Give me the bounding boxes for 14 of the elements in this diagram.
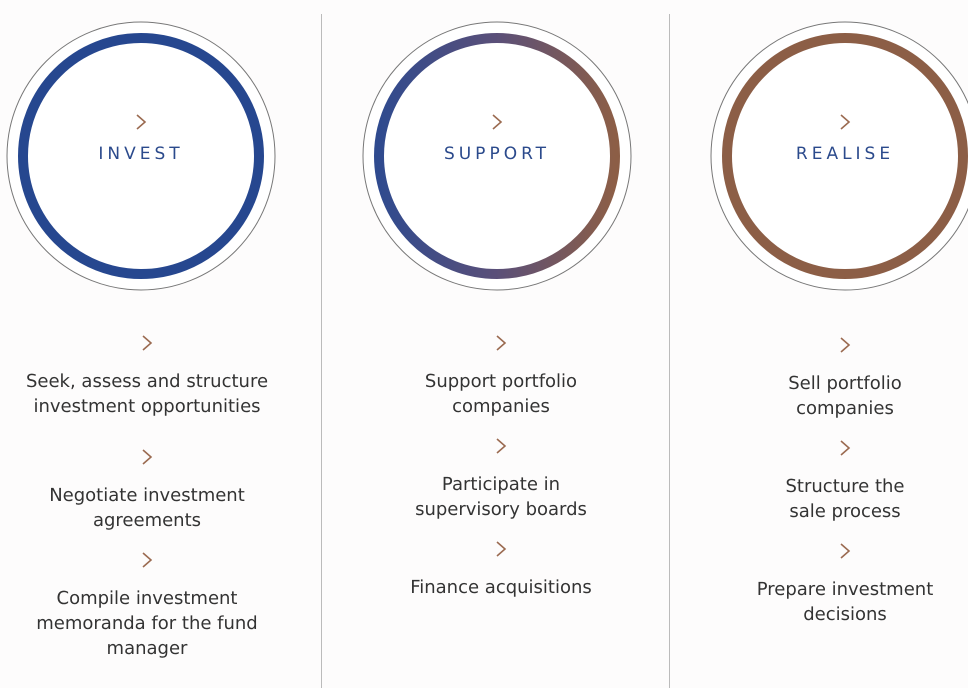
stage-title: REALISE xyxy=(794,144,896,164)
stage-circle xyxy=(5,20,277,292)
task-text: Support portfolio companies xyxy=(424,370,578,419)
stage-title: SUPPORT xyxy=(442,144,552,164)
task-text: Structure the sale process xyxy=(784,475,906,524)
stage-circle xyxy=(361,20,633,292)
task-text: Compile investment memoranda for the fund manager xyxy=(35,587,259,661)
stage-title: INVEST xyxy=(97,144,185,164)
task-text: Participate in supervisory boards xyxy=(414,473,588,522)
task-text: Finance acquisitions xyxy=(409,576,593,600)
task-text: Sell portfolio companies xyxy=(787,372,903,421)
task-text: Prepare investment decisions xyxy=(756,578,934,627)
task-text: Negotiate investment agreements xyxy=(48,484,246,533)
task-text: Seek, assess and structure investment opportunities xyxy=(24,370,270,419)
